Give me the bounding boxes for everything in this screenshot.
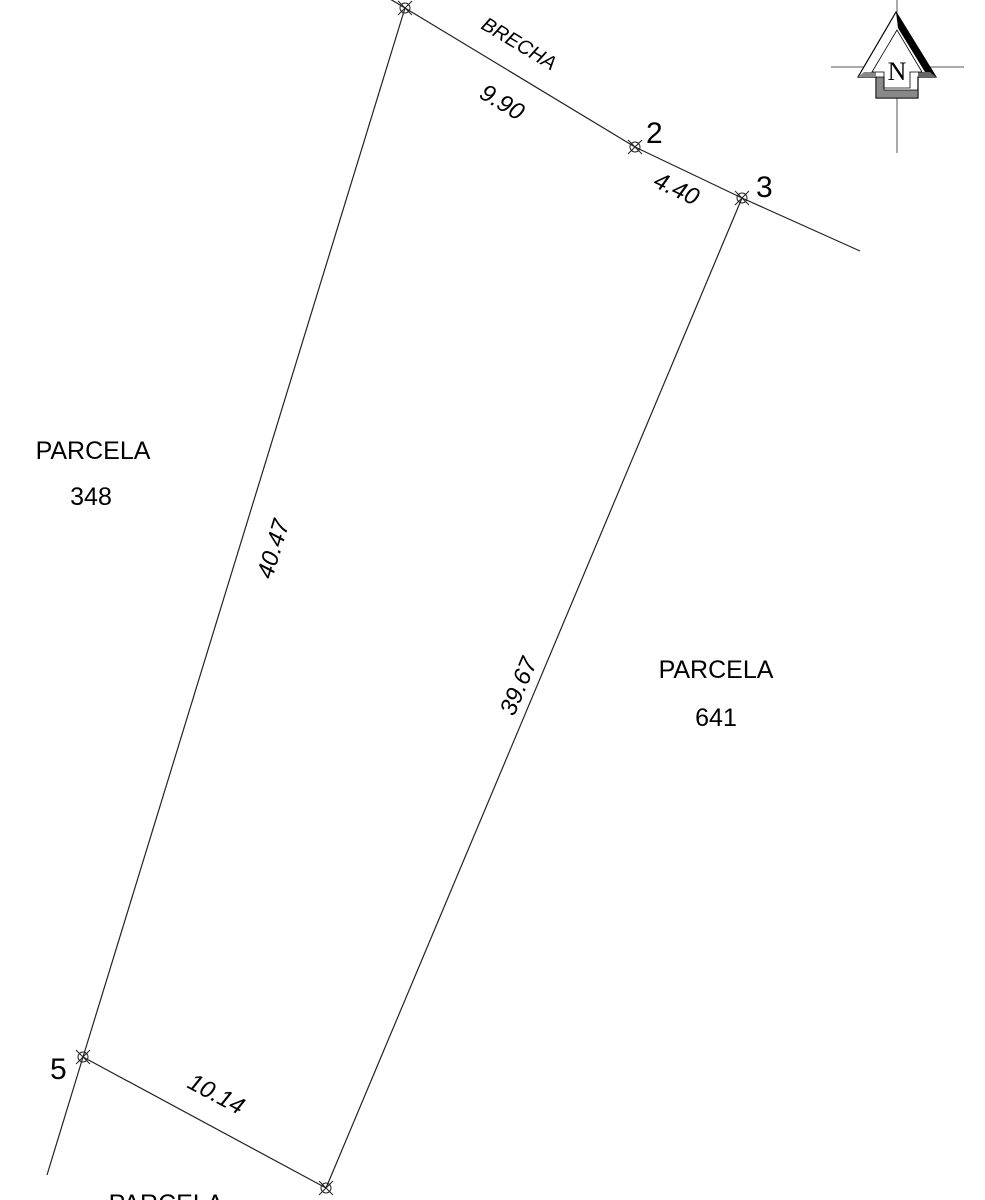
point-label-3: 3 — [756, 171, 773, 204]
vertex-marker-1 — [397, 0, 413, 16]
point-label-2: 2 — [646, 117, 663, 150]
vertex-marker-4 — [318, 1180, 334, 1196]
boundary-5-1 — [82, 7, 406, 1058]
vertex-markers — [75, 0, 750, 1196]
road-label: BRECHA — [477, 13, 560, 75]
boundary-2-3 — [634, 146, 743, 199]
dimension-1-2: 9.90 — [475, 79, 530, 127]
neighbor-parcel-label: PARCELA — [109, 1190, 224, 1200]
point-label-5: 5 — [50, 1053, 67, 1086]
north-arrow-letter: N — [888, 57, 907, 86]
north-arrow-icon: N — [831, 0, 964, 153]
dimension-5-1: 40.47 — [252, 515, 296, 582]
dimension-2-3: 4.40 — [649, 167, 703, 211]
boundary-4-5 — [82, 1056, 327, 1189]
vertex-marker-3 — [734, 190, 750, 206]
boundary-1-2 — [404, 7, 636, 148]
neighbor-parcel-number: 641 — [695, 704, 737, 732]
neighbor-parcel-number: 348 — [70, 483, 112, 511]
vertex-marker-2 — [627, 139, 643, 155]
dimension-3-4: 39.67 — [495, 652, 544, 719]
dimension-4-5: 10.14 — [183, 1068, 249, 1120]
vertex-marker-5 — [75, 1049, 91, 1065]
neighbor-parcel-label: PARCELA — [659, 656, 774, 684]
neighbor-parcel-label: PARCELA — [36, 437, 151, 465]
boundary-extension-south — [46, 1056, 84, 1176]
boundary-3-4 — [325, 197, 743, 1189]
road-line-extension-east — [741, 197, 861, 252]
